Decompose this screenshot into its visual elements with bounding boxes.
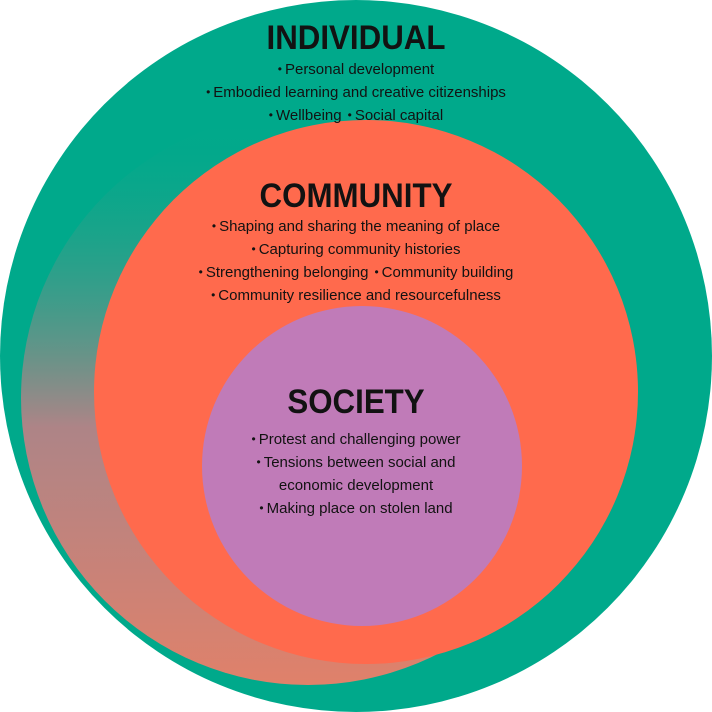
individual-item-text: Personal development [284, 61, 435, 78]
bullet-icon: • [206, 85, 211, 99]
individual-list-item: •Embodied learning and creative citizens… [0, 81, 712, 105]
bullet-icon: • [277, 62, 282, 76]
community-list-item: •Strengthening belonging•Community build… [0, 261, 712, 285]
society-ring [202, 306, 522, 626]
bullet-icon: • [251, 242, 256, 256]
bullet-icon: • [268, 108, 273, 122]
community-heading: COMMUNITY [259, 177, 453, 215]
society-list-item: •Protest and challenging power [0, 428, 712, 452]
society-item-text: Tensions between social and [263, 454, 456, 471]
bullet-icon: • [211, 219, 217, 233]
community-list-item: •Shaping and sharing the meaning of plac… [0, 215, 712, 239]
individual-item-text: Social capital [354, 107, 444, 124]
community-item-text: Community building [381, 264, 514, 281]
community-item-text: Community resilience and resourcefulness [218, 287, 501, 304]
society-item-text: Making place on stolen land [266, 500, 453, 517]
individual-list-item: •Wellbeing•Social capital [0, 104, 712, 128]
individual-item-text: Wellbeing [276, 107, 342, 124]
bullet-icon: • [198, 265, 203, 279]
bullet-icon: • [347, 108, 352, 122]
society-list-item: •Making place on stolen land [0, 497, 712, 521]
community-item-text: Capturing community histories [258, 241, 461, 258]
bullet-icon: • [259, 501, 264, 515]
society-heading: SOCIETY [287, 383, 425, 421]
bullet-icon: • [256, 455, 261, 469]
individual-item-text: Embodied learning and creative citizensh… [213, 84, 506, 101]
individual-list-item: •Personal development [0, 58, 712, 82]
society-list-item: •Tensions between social and [0, 451, 712, 475]
bullet-icon: • [211, 288, 216, 302]
bullet-icon: • [251, 432, 256, 446]
society-item-text: Protest and challenging power [258, 431, 461, 448]
society-list-item: economic development [0, 474, 712, 497]
individual-heading: INDIVIDUAL [266, 19, 446, 57]
community-item-text: Strengthening belonging [205, 264, 369, 281]
bullet-icon: • [374, 265, 379, 279]
community-list-item: •Capturing community histories [0, 238, 712, 262]
community-list-item: •Community resilience and resourcefulnes… [0, 284, 712, 308]
community-item-text: Shaping and sharing the meaning of place [219, 218, 501, 235]
society-item-text: economic development [278, 477, 434, 494]
